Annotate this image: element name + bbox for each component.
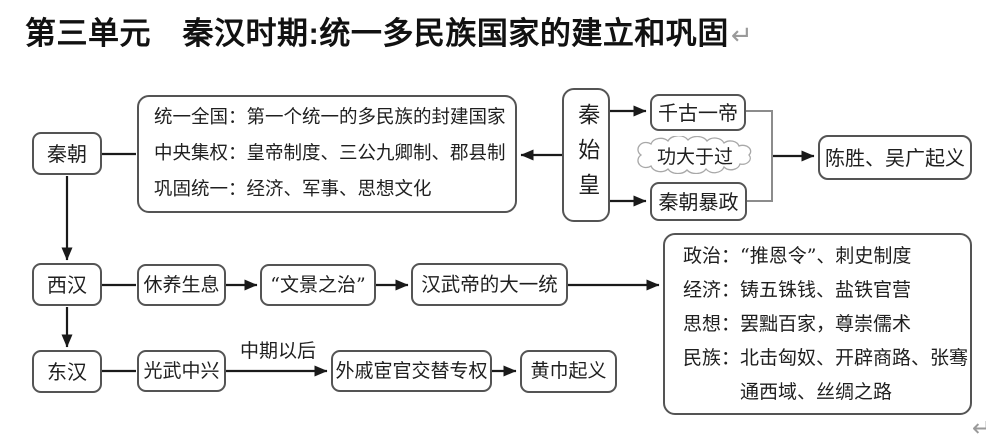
node-qin-shi-huang-label: 秦始皇 xyxy=(574,102,600,208)
node-qin-dynasty: 秦朝 xyxy=(32,132,102,175)
node-hanwudi-label: 汉武帝的大一统 xyxy=(421,272,558,296)
node-huangjin-uprising: 黄巾起义 xyxy=(520,350,617,393)
cloud-gong-da-yu-guo-label: 功大于过 xyxy=(656,145,733,168)
paragraph-return-icon: ↵ xyxy=(730,21,754,51)
node-qin-shi-huang: 秦始皇 xyxy=(562,88,610,222)
node-wenjing-zhizhi: “文景之治” xyxy=(260,264,376,306)
node-donghan-label: 东汉 xyxy=(47,359,87,384)
node-chensheng-wuguang-uprising: 陈胜、吴广起义 xyxy=(818,135,972,180)
box-qin-summary: 统一全国：第一个统一的多民族的封建国家 中央集权：皇帝制度、三公九卿制、郡县制 … xyxy=(137,95,517,213)
box-han-summary: 政治：“推恩令”、刺史制度 经济：铸五铢钱、盐铁官营 思想：罢黜百家，尊崇儒术 … xyxy=(663,233,972,415)
node-donghan-dynasty: 东汉 xyxy=(32,350,102,393)
node-xiuyang-shengxi-label: 休养生息 xyxy=(143,273,220,296)
node-qiangu-yidi-label: 千古一帝 xyxy=(658,100,738,125)
node-xihan-label: 西汉 xyxy=(47,272,87,297)
cloud-gong-da-yu-guo: 功大于过 xyxy=(634,135,756,175)
han-summary-line-3: 思想：罢黜百家，尊崇儒术 xyxy=(683,313,912,335)
node-huangjin-label: 黄巾起义 xyxy=(530,360,607,383)
qin-summary-line-3: 巩固统一：经济、军事、思想文化 xyxy=(154,179,432,200)
node-hanwudi-grand-unification: 汉武帝的大一统 xyxy=(411,263,568,306)
han-summary-line-2: 经济：铸五铢钱、盐铁官营 xyxy=(683,279,912,301)
node-qinchao-baozheng: 秦朝暴政 xyxy=(650,182,747,221)
label-zhongqi-yihou: 中期以后 xyxy=(240,340,317,362)
node-qinchao-baozheng-label: 秦朝暴政 xyxy=(658,189,739,214)
qin-summary-line-2: 中央集权：皇帝制度、三公九卿制、郡县制 xyxy=(154,143,506,164)
node-qiangu-yidi: 千古一帝 xyxy=(650,94,746,131)
bracket-qiangu-baozheng xyxy=(746,110,773,202)
node-wenjing-zhizhi-label: “文景之治” xyxy=(270,273,366,296)
han-summary-line-4: 民族：北击匈奴、开辟商路、张骞 xyxy=(683,347,969,369)
han-summary-line-5: 通西域、丝绸之路 xyxy=(740,381,893,403)
page-title: 第三单元 秦汉时期:统一多民族国家的建立和巩固↵ xyxy=(25,8,975,53)
node-qin-dynasty-label: 秦朝 xyxy=(47,141,87,166)
qin-summary-line-1: 统一全国：第一个统一的多民族的封建国家 xyxy=(154,107,506,128)
node-waiqi-huanguan: 外戚宦官交替专权 xyxy=(331,350,492,392)
node-waiqi-huanguan-label: 外戚宦官交替专权 xyxy=(335,359,488,382)
node-chensheng-wuguang-label: 陈胜、吴广起义 xyxy=(825,145,965,170)
paragraph-return-icon-bottom: ↵ xyxy=(972,414,986,442)
node-guangwu-zhongxing-label: 光武中兴 xyxy=(143,359,220,382)
han-summary-line-1: 政治：“推恩令”、刺史制度 xyxy=(683,245,912,267)
node-xiuyang-shengxi: 休养生息 xyxy=(137,264,226,306)
cloud-outline-icon xyxy=(637,135,752,175)
page-title-text: 第三单元 秦汉时期:统一多民族国家的建立和巩固 xyxy=(25,16,729,51)
node-xihan-dynasty: 西汉 xyxy=(32,263,102,306)
node-guangwu-zhongxing: 光武中兴 xyxy=(137,350,226,392)
